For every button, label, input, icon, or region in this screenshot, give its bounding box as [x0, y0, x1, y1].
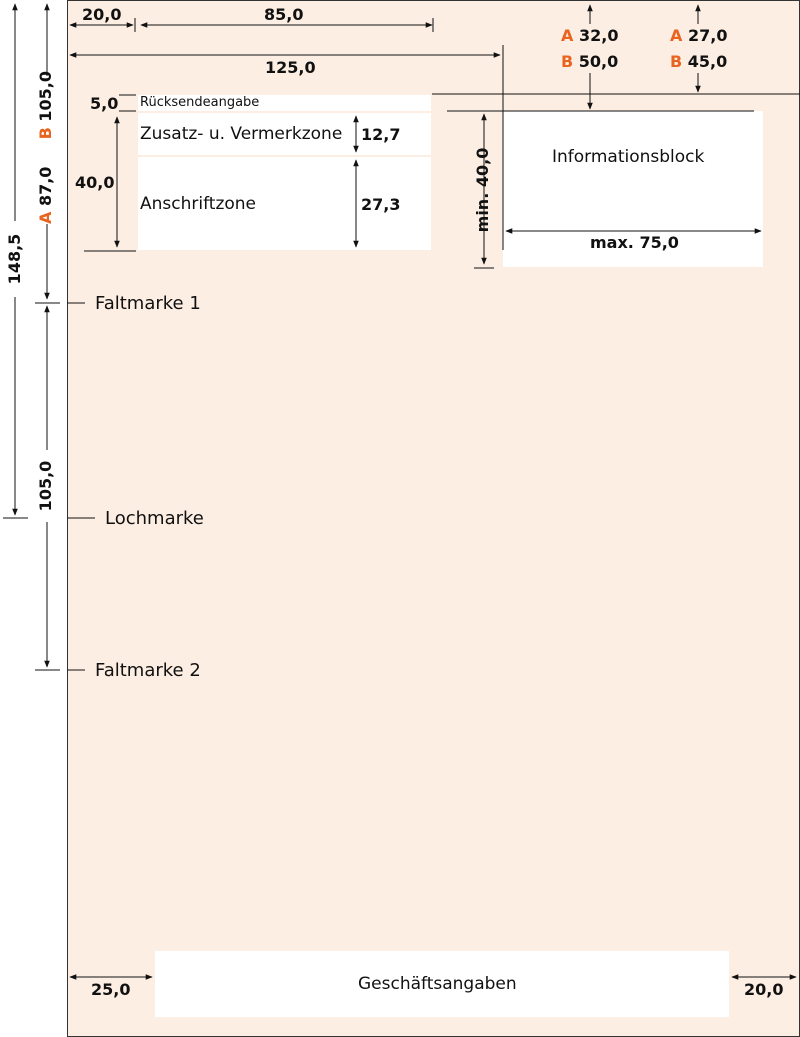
info-top-a-value: 27,0	[687, 26, 728, 45]
address-top-b-value: 50,0	[578, 52, 619, 71]
faltmarke-1-label: Faltmarke 1	[95, 293, 201, 314]
zusatz-vermerkzone-label: Zusatz- u. Vermerkzone	[140, 124, 343, 144]
dim-bottom-left-margin: 25,0	[91, 980, 131, 999]
variant-b-marker: B	[36, 127, 55, 140]
geschaeftsangaben-zone	[155, 951, 729, 1017]
dim-ruecksende-height: 5,0	[90, 94, 119, 113]
fold-to-fold-value: 105,0	[36, 460, 55, 512]
address-top-a-value: 32,0	[578, 26, 619, 45]
fold1-distance-value: 148,5	[5, 233, 24, 285]
informationsblock-label: Informationsblock	[552, 147, 705, 167]
dim-info-min-height: min. 40,0	[473, 142, 493, 238]
dim-address-width: 85,0	[264, 5, 304, 24]
info-top-b-value: 45,0	[687, 52, 728, 71]
dim-info-max-width: max. 75,0	[590, 233, 679, 252]
informationsblock	[503, 111, 763, 267]
variant-address-top-b: B 50,0	[561, 54, 618, 70]
variant-a-marker: A	[561, 26, 574, 45]
lochmarke-label: Lochmarke	[105, 508, 204, 529]
variant-info-top-b: B 45,0	[670, 54, 727, 70]
dim-anschrift-height: 27,3	[361, 195, 401, 214]
dim-fold1-variants: A 87,0 B 105,0	[36, 71, 56, 224]
ruecksendeangabe-zone	[138, 95, 431, 111]
info-min-height-value: min. 40,0	[473, 147, 492, 233]
variant-b-marker: B	[561, 52, 574, 71]
dim-address-field-height: 40,0	[75, 173, 115, 192]
geschaeftsangaben-label: Geschäftsangaben	[358, 974, 517, 994]
dim-left-margin: 20,0	[82, 5, 122, 24]
zusatz-vermerkzone	[138, 113, 431, 155]
variant-info-top-a: A 27,0	[670, 28, 727, 44]
fold1-b-value: 105,0	[36, 71, 55, 122]
faltmarke-2-label: Faltmarke 2	[95, 660, 201, 681]
variant-address-top-a: A 32,0	[561, 28, 618, 44]
variant-a-marker: A	[36, 211, 55, 224]
dim-bottom-right-margin: 20,0	[744, 980, 784, 999]
dim-info-offset: 125,0	[265, 58, 316, 77]
ruecksendeangabe-label: Rücksendeangabe	[140, 95, 260, 110]
dim-fold1-distance: 148,5	[5, 221, 25, 297]
fold1-a-value: 87,0	[36, 166, 55, 207]
anschriftzone-label: Anschriftzone	[140, 194, 257, 214]
variant-b-marker: B	[670, 52, 683, 71]
dim-zusatz-height: 12,7	[361, 125, 401, 144]
dim-fold-to-fold: 105,0	[36, 450, 56, 522]
variant-a-marker: A	[670, 26, 683, 45]
anschriftzone	[138, 157, 431, 250]
